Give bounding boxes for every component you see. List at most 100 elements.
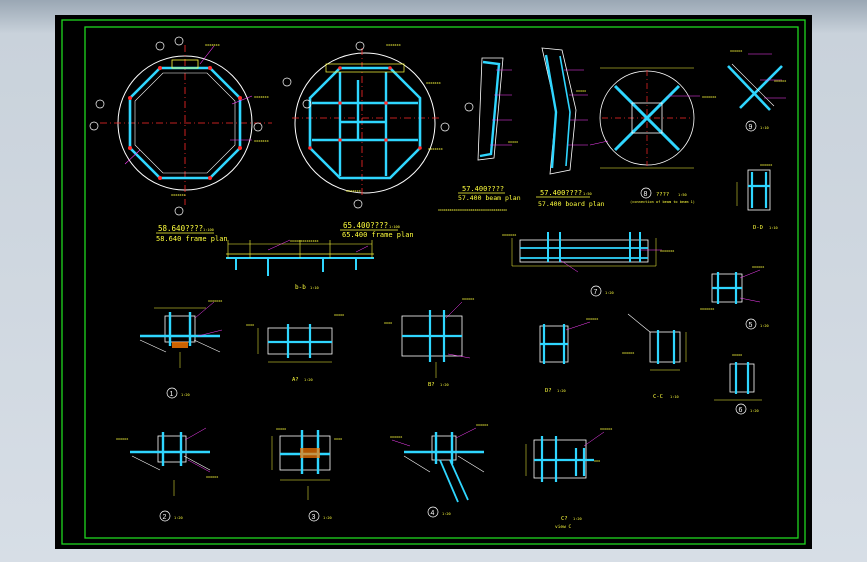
detail3-number: 3	[312, 514, 316, 521]
svg-text:xxxxxx: xxxxxx	[390, 435, 402, 439]
plan2-scale: 1:100	[389, 225, 400, 229]
plan-65400: xxxxxxx xxxxxxx xxxxxxx xxxxxxx 65.400??…	[282, 41, 450, 239]
detail8-title: ????	[656, 192, 669, 198]
svg-text:xxxxxxx: xxxxxxx	[208, 299, 222, 303]
svg-text:xxxxx: xxxxx	[576, 89, 586, 93]
svg-text:xxxxxx: xxxxxx	[730, 49, 742, 53]
svg-text:xxxx: xxxx	[246, 323, 254, 327]
svg-text:xxxxxxx: xxxxxxx	[700, 307, 714, 311]
svg-text:xxxxxx: xxxxxx	[752, 265, 764, 269]
svg-text:xxxxxxx: xxxxxxx	[346, 189, 361, 193]
svg-text:xxxxx: xxxxx	[276, 427, 286, 431]
detail2-scale: 1:20	[174, 516, 183, 520]
drawing-sheet	[55, 15, 812, 549]
detail9-number: 9	[749, 124, 753, 131]
section-dd-scale: 1:10	[769, 226, 778, 230]
detail9-scale: 1:10	[760, 126, 769, 130]
section-cc: xxxxxx C-C 1:10	[622, 313, 687, 400]
plan1-title: 58.640????	[158, 224, 203, 233]
board-plan-57400: xxxxx 57.400???? 1:50 57.400 board plan	[536, 47, 605, 208]
detail6-number: 6	[739, 407, 743, 414]
svg-text:xxxxxx: xxxxxx	[774, 79, 786, 83]
section-c-subtitle: view C	[555, 524, 572, 530]
detail7-scale: 1:20	[605, 291, 614, 295]
detail2-number: 2	[163, 514, 167, 521]
svg-text:xxxxxx: xxxxxx	[462, 297, 474, 301]
section-b-scale: 1:20	[440, 383, 449, 387]
section-b-label: B?	[428, 382, 435, 388]
svg-text:xxx: xxx	[594, 459, 600, 463]
board-plan-subtitle: 57.400 board plan	[538, 200, 605, 208]
svg-text:xxxxxx: xxxxxx	[116, 437, 128, 441]
detail-8: xxxxxxx 8 ???? 1:50 (connection of beam …	[589, 67, 716, 204]
detail5-scale: 1:20	[760, 324, 769, 328]
section-cc-scale: 1:10	[670, 395, 679, 399]
section-c: xxxxxx xxx C? 1:20 view C	[525, 427, 612, 530]
detail8-note: (connection of beam to beam 1)	[630, 200, 695, 204]
section-a-scale: 1:20	[304, 378, 313, 382]
svg-text:xxxxxx: xxxxxx	[600, 427, 612, 431]
section-a: xxxx xxxxx A? 1:20	[246, 313, 344, 383]
section-c-label: C?	[561, 516, 568, 522]
svg-text:xxxxxxx: xxxxxxx	[502, 233, 516, 237]
section-a-label: A?	[292, 377, 299, 383]
section-bb: xxxxxxxxxxxxxx b-b 1:10	[226, 239, 374, 291]
svg-text:xxxxxx: xxxxxx	[206, 475, 218, 479]
svg-text:xxxxxx: xxxxxx	[760, 163, 772, 167]
svg-text:xxxxxxx: xxxxxxx	[205, 43, 220, 47]
detail-9: xxxxxx xxxxxx 9 1:10	[727, 49, 786, 132]
detail5-number: 5	[749, 322, 753, 329]
outer-frame	[61, 19, 806, 545]
section-cc-label: C-C	[653, 394, 663, 400]
section-d: xxxxxx D? 1:20	[539, 317, 598, 394]
section-dd: xxxxxx D-D 1:10	[736, 163, 778, 231]
svg-text:xxxxxxx: xxxxxxx	[428, 147, 443, 151]
section-b: xxxxxx xxxx B? 1:20	[384, 297, 474, 388]
svg-text:xxxxxx: xxxxxx	[586, 317, 598, 321]
detail8-number: 8	[644, 191, 648, 198]
detail-5: xxxxxx xxxxxxx 5 1:20	[700, 265, 769, 330]
detail-7: xxxxxxx xxxxxxx 7 1:20	[502, 232, 674, 297]
svg-text:xxxxxxx: xxxxxxx	[426, 81, 441, 85]
svg-text:xxxx: xxxx	[334, 437, 342, 441]
board-plan-scale: 1:50	[583, 192, 592, 196]
detail-6: xxxxx 6 1:20	[714, 353, 762, 415]
svg-text:xxxxxx: xxxxxx	[622, 351, 634, 355]
svg-text:xxxxxxx: xxxxxxx	[254, 139, 269, 143]
detail4-number: 4	[431, 510, 435, 517]
svg-text:xxxxxxx: xxxxxxx	[660, 249, 674, 253]
svg-text:xxxxxx: xxxxxx	[476, 423, 488, 427]
detail-2: xxxxxx xxxxxx 2 1:20	[116, 427, 218, 522]
detail3-scale: 1:20	[323, 516, 332, 520]
plan2-title: 65.400????	[343, 221, 388, 230]
svg-text:xxxxx: xxxxx	[732, 353, 742, 357]
detail6-scale: 1:20	[750, 409, 759, 413]
section-d-scale: 1:20	[557, 389, 566, 393]
detail8-scale: 1:50	[678, 193, 687, 197]
detail4-scale: 1:20	[442, 512, 451, 516]
board-plan-title: 57.400????	[540, 189, 582, 197]
detail1-number: 1	[170, 391, 174, 398]
detail7-number: 7	[594, 289, 598, 296]
svg-text:xxxxxxxxxxxxxxxxxxxxxxxxxxxxxx: xxxxxxxxxxxxxxxxxxxxxxxxxxxxxxxxxxxx	[438, 208, 507, 212]
section-bb-scale: 1:10	[310, 286, 319, 290]
svg-text:xxxxx: xxxxx	[508, 140, 518, 144]
detail1-scale: 1:20	[181, 393, 190, 397]
plan1-scale: 1:100	[203, 228, 214, 232]
section-bb-label: b-b	[295, 284, 306, 291]
section-dd-label: D-D	[753, 225, 763, 231]
svg-text:xxxxx: xxxxx	[334, 313, 344, 317]
plan1-subtitle: 58.640 frame plan	[156, 235, 228, 243]
svg-text:xxxxxxx: xxxxxxx	[254, 95, 269, 99]
svg-text:xxxx: xxxx	[384, 321, 392, 325]
detail-4: xxxxxx xxxxxx 4 1:20	[390, 423, 488, 518]
detail-3: xxxxx xxxx 3 1:20	[271, 427, 342, 522]
plan-58640: xxxxxxx xxxxxxx xxxxxxx xxxxxxx 58.640??…	[89, 36, 272, 243]
beam-plan-57400: xxxxx 57.400???? 57.400 beam plan xxxxxx…	[438, 57, 521, 212]
inner-frame	[84, 26, 799, 539]
beam-plan-title: 57.400????	[462, 185, 504, 193]
beam-plan-subtitle: 57.400 beam plan	[458, 194, 521, 202]
svg-text:xxxxxxx: xxxxxxx	[171, 193, 186, 197]
svg-text:xxxxxxx: xxxxxxx	[386, 43, 401, 47]
section-d-label: D?	[545, 388, 552, 394]
